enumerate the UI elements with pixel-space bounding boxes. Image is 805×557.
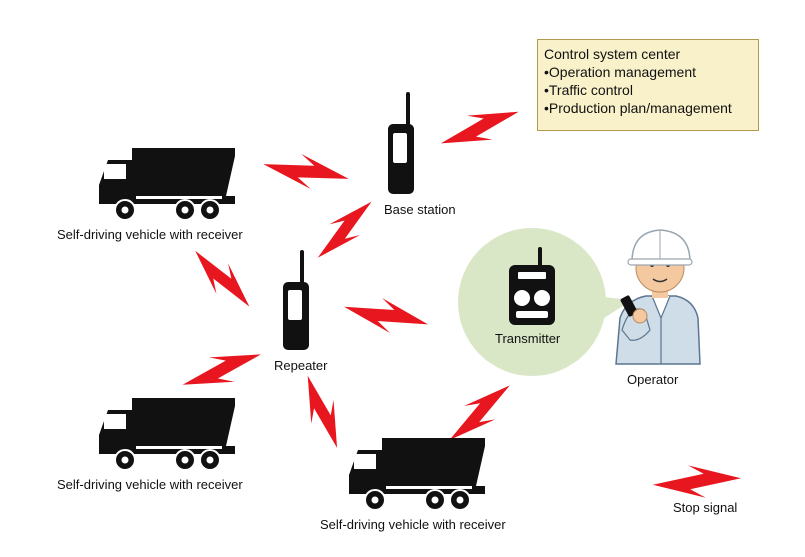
base-station-radio-icon [388,92,414,194]
signal-bolt-base-to-repeater [308,189,381,270]
control-center-item: •Operation management [544,64,696,80]
transmitter-label: Transmitter [495,331,561,346]
control-center-item: •Production plan/management [544,100,732,116]
vehicle-top-truck [98,147,236,221]
control-system-center-box: Control system center •Operation managem… [537,39,759,131]
vehicle-bottom-truck [348,437,486,511]
signal-bolt-repeater-to-left-truck [176,335,267,404]
repeater-radio-icon [283,250,309,350]
repeater-label: Repeater [274,358,328,373]
control-center-item: •Traffic control [544,82,633,98]
operator-figure [615,229,701,365]
signal-bolt-repeater-to-transmitter [341,294,431,337]
vehicle-bottom-label: Self-driving vehicle with receiver [320,517,506,532]
operator-label: Operator [627,372,679,387]
transmitter-remote-icon [509,247,555,325]
stop-signal-legend-bolt [650,456,744,507]
control-center-title: Control system center [544,46,681,62]
vehicle-top-label: Self-driving vehicle with receiver [57,227,243,242]
signal-bolt-truck-to-repeater [182,241,262,316]
signal-bolt-truck-to-base [261,151,351,192]
signal-bolt-center-to-base [435,93,525,162]
vehicle-left-label: Self-driving vehicle with receiver [57,477,243,492]
stop-signal-label: Stop signal [673,500,738,515]
base-station-label: Base station [384,202,456,217]
signal-bolt-repeater-to-bottom-truck [290,370,355,454]
vehicle-left-truck [98,397,236,471]
